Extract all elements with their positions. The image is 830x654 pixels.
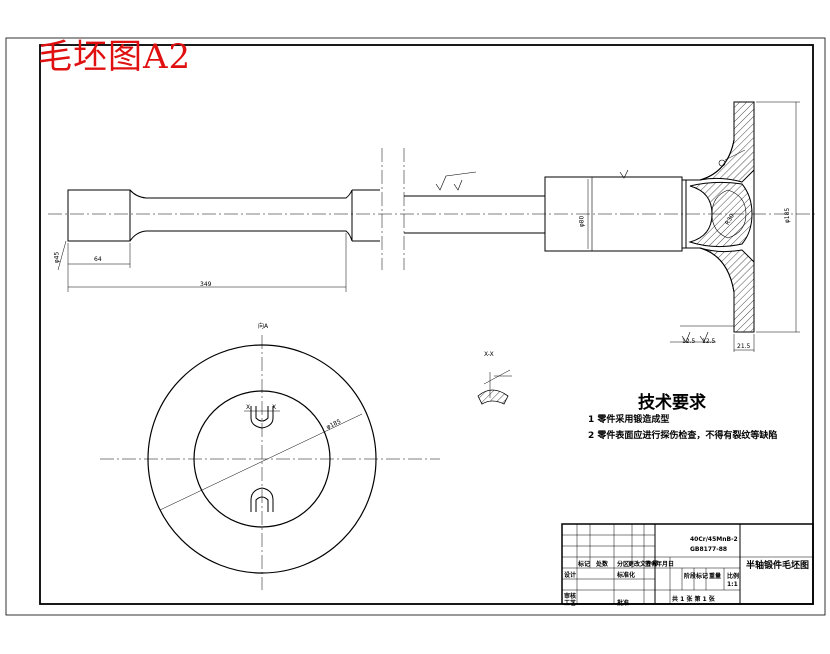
flange-section-top [699,101,755,183]
tb-design: 设计 [564,572,577,579]
dim-flange-diameter: φ185 [784,207,792,224]
flange-inner-section [688,181,753,248]
roughness-value-1: 12.5 [682,338,696,345]
tb-scale: 比例 [727,573,740,580]
section-mark-right: X [272,404,277,411]
tb-col-sign: 签名 [645,561,658,568]
tech-requirements-title: 技术要求 [638,393,706,413]
tb-col-count: 处数 [596,561,609,568]
view-label: 向A [258,323,269,330]
shaft-left-end [67,189,131,242]
tb-col-date: 年月日 [656,561,675,568]
drawing-title: 毛坯图A2 [38,37,192,77]
tb-col-mark: 标记 [578,561,591,568]
ring-diameter-leader [159,413,363,511]
tb-approve: 批准 [617,600,630,607]
tb-standardize: 标准化 [617,572,636,579]
roughness-value-2: 12.5 [702,338,716,345]
dim-collar-diameter: φ80 [578,215,586,228]
sheet-inner-frame [39,44,814,605]
keyhole-bottom [250,487,274,512]
roughness-mark-3 [619,169,629,179]
roughness-mark-2 [453,179,463,191]
dim-long-length: 349 [200,281,212,288]
tb-part-name: 半轴锻件毛坯图 [746,561,810,571]
dim-short-length: 64 [94,256,102,263]
tb-col-zone: 分区 [617,561,630,568]
dim-left-diameter: φ45 [53,251,61,264]
sheet-outer-border [5,37,826,616]
tb-stage-mark: 阶段标记 [684,573,709,580]
tb-material: 40Cr/45MnB-2 [690,536,738,543]
section-mark-left: X [246,404,251,411]
shaft-transition-left [129,189,353,242]
shaft-collar [544,176,683,252]
section-label: X-X [484,351,494,358]
keyhole-top [250,406,274,429]
tb-standard: GB8177-88 [690,546,728,553]
tb-sheets: 共 1 张 第 1 张 [672,596,715,603]
tb-col-doc: 更改文件号 [628,561,659,568]
shaft-front-view [48,101,818,352]
dim-flange-thickness: 21.5 [737,343,751,350]
tb-weight: 重量 [709,573,722,580]
tech-requirement-2: 2 零件表面应进行探伤检查，不得有裂纹等缺陷 [588,431,778,441]
section-xx [477,369,512,405]
tech-requirement-1: 1 零件采用锻造成型 [588,415,670,425]
tb-review: 审核 [564,593,577,600]
title-block [561,523,814,605]
ring-view [100,335,440,590]
tb-process: 工艺 [564,600,577,607]
roughness-mark-1 [435,171,477,191]
flange-section-bottom [699,247,755,333]
tb-scale-value: 1:1 [727,581,738,588]
